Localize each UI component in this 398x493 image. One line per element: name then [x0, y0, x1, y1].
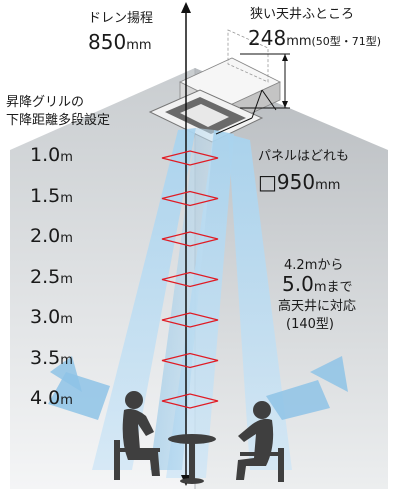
- level-unit: m: [60, 312, 73, 327]
- level-diamond-marker: [161, 271, 219, 288]
- drain-head-value: 850mm: [88, 32, 152, 52]
- person-right-silhouette: [236, 401, 284, 482]
- ceiling-depth-value: 248mm(50型・71型): [248, 28, 381, 48]
- ceiling-depth-dimension: [240, 53, 290, 109]
- drain-head-unit: mm: [126, 38, 152, 53]
- level-value: 1.5: [30, 184, 61, 207]
- grille-label-line2: 下降距離多段設定: [6, 113, 111, 128]
- panel-size-unit: mm: [315, 178, 341, 193]
- panel-label-title: パネルはどれも: [258, 149, 350, 164]
- level-label: 3.0m: [30, 308, 73, 327]
- level-label: 1.0m: [30, 146, 73, 165]
- height-to-unit: mまで: [313, 280, 353, 295]
- airflow-beams: [48, 128, 348, 478]
- level-diamond-marker: [161, 150, 219, 166]
- level-label: 4.0m: [30, 389, 73, 408]
- level-label: 3.5m: [30, 346, 73, 369]
- level-value: 1.0: [30, 144, 61, 166]
- ceiling-depth-unit: mm: [286, 34, 312, 49]
- level-markers: [161, 150, 219, 409]
- model-140-label: (140型): [286, 317, 334, 332]
- level-unit: m: [60, 393, 73, 408]
- panel-size-number: □950: [258, 170, 316, 194]
- drain-head-number: 850: [88, 30, 127, 54]
- high-ceiling-label: 高天井に対応: [278, 299, 357, 314]
- ceiling-depth-number: 248: [248, 26, 287, 50]
- level-unit: m: [60, 231, 73, 246]
- level-value: 2.0: [30, 225, 61, 247]
- height-from-label: 4.2mから: [284, 256, 343, 272]
- level-unit: m: [60, 352, 73, 368]
- level-value: 2.5: [30, 265, 61, 288]
- level-value: 3.0: [30, 306, 61, 328]
- grille-label-line1: 昇降グリルの: [6, 95, 85, 110]
- ceiling-depth-title: 狭い天井ふところ: [250, 7, 355, 22]
- level-diamond-marker: [161, 190, 219, 207]
- level-label: 2.0m: [30, 227, 73, 246]
- level-diamond-marker: [161, 231, 219, 247]
- ceiling-depth-models: (50型・71型): [311, 35, 382, 48]
- level-diamond-marker: [161, 312, 219, 328]
- level-value: 3.5: [30, 346, 61, 369]
- panel-label-value: □950mm: [258, 172, 340, 192]
- height-from-unit: mから: [304, 258, 344, 273]
- level-value: 4.0: [30, 387, 61, 409]
- drain-head-title: ドレン揚程: [88, 11, 154, 26]
- height-from-number: 4.2: [284, 258, 305, 273]
- table-silhouette: [168, 434, 216, 484]
- level-unit: m: [60, 271, 73, 287]
- level-unit: m: [60, 190, 73, 206]
- height-to-number: 5.0: [282, 272, 314, 296]
- level-unit: m: [60, 150, 73, 165]
- level-diamond-marker: [161, 352, 219, 369]
- panel-dimension: [215, 89, 277, 135]
- height-to-label: 5.0mまで: [282, 274, 352, 294]
- person-left-silhouette: [114, 391, 160, 480]
- level-label: 1.5m: [30, 184, 73, 207]
- level-diamond-marker: [161, 393, 219, 409]
- level-label: 2.5m: [30, 265, 73, 288]
